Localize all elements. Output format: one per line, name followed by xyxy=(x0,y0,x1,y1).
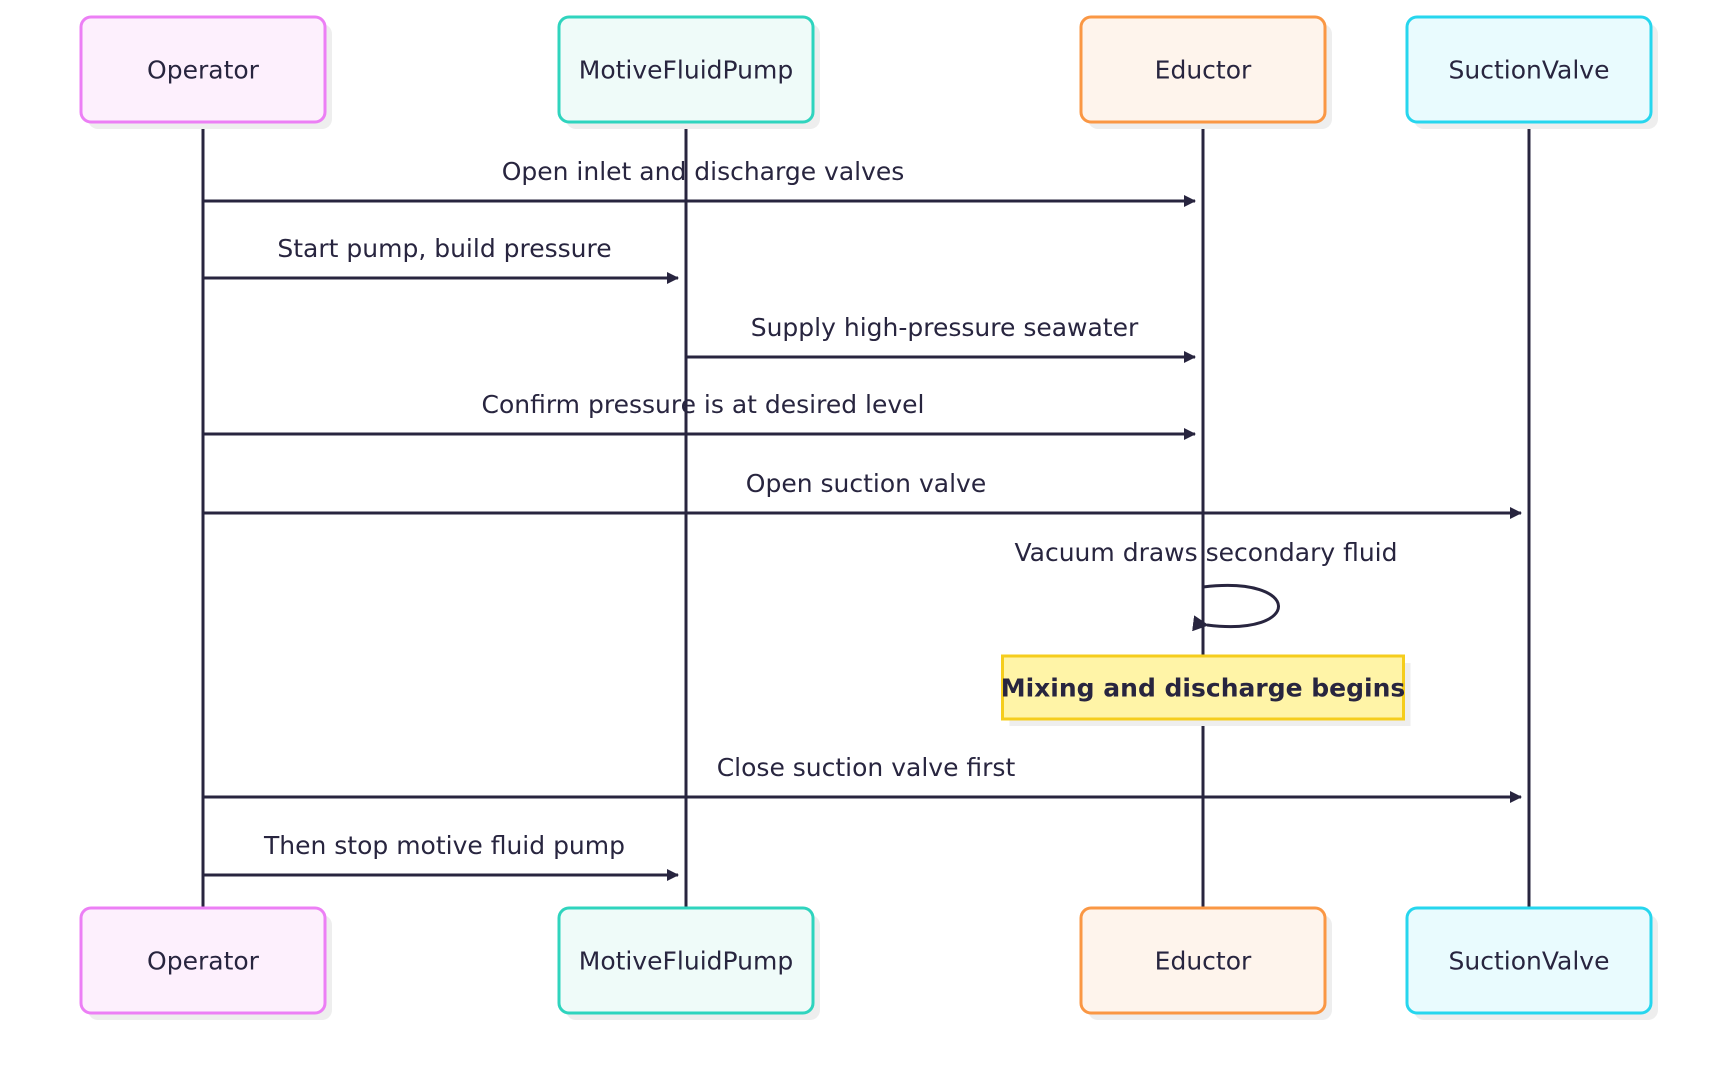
message-2: Start pump, build pressure xyxy=(203,234,679,284)
actor-label: MotiveFluidPump xyxy=(579,947,793,976)
note-box xyxy=(1001,654,1405,721)
self-loop-arrow xyxy=(1192,584,1280,632)
actor-label: Eductor xyxy=(1155,56,1252,85)
message-label: Open suction valve xyxy=(746,469,986,498)
note: Mixing and discharge begins xyxy=(1001,654,1411,726)
actor-label: MotiveFluidPump xyxy=(579,56,793,85)
actor-suctionvalve-bottom[interactable]: SuctionValve xyxy=(1405,906,1658,1020)
actor-label: Eductor xyxy=(1155,947,1252,976)
message-label: Then stop motive fluid pump xyxy=(263,831,625,860)
message-8: Close suction valve first xyxy=(203,753,1522,803)
message-4: Confirm pressure is at desired level xyxy=(203,390,1196,440)
actor-operator-bottom[interactable]: Operator xyxy=(79,906,332,1020)
actor-box xyxy=(557,906,815,1015)
actor-box xyxy=(79,906,327,1015)
actor-operator-top[interactable]: Operator xyxy=(79,15,332,129)
actor-box xyxy=(557,15,815,124)
message-9: Then stop motive fluid pump xyxy=(203,831,679,881)
actor-label: SuctionValve xyxy=(1449,947,1610,976)
actor-box xyxy=(79,15,327,124)
actor-label: Operator xyxy=(147,947,260,976)
actor-box xyxy=(1079,906,1327,1015)
actor-motivefluidpump-top[interactable]: MotiveFluidPump xyxy=(557,15,820,129)
message-label: Confirm pressure is at desired level xyxy=(482,390,925,419)
actor-box xyxy=(1405,15,1653,124)
actor-label: SuctionValve xyxy=(1449,56,1610,85)
message-label: Start pump, build pressure xyxy=(277,234,611,263)
actor-eductor-bottom[interactable]: Eductor xyxy=(1079,906,1332,1020)
actor-motivefluidpump-bottom[interactable]: MotiveFluidPump xyxy=(557,906,820,1020)
actor-suctionvalve-top[interactable]: SuctionValve xyxy=(1405,15,1658,129)
message-label: Vacuum draws secondary fluid xyxy=(1014,538,1397,567)
self-message: Vacuum draws secondary fluid xyxy=(1014,538,1398,632)
actor-box xyxy=(1405,906,1653,1015)
actor-eductor-top[interactable]: Eductor xyxy=(1079,15,1332,129)
message-label: Open inlet and discharge valves xyxy=(502,157,905,186)
message-3: Supply high-pressure seawater xyxy=(686,313,1196,363)
note-label: Mixing and discharge begins xyxy=(1001,674,1406,703)
message-1: Open inlet and discharge valves xyxy=(203,157,1196,207)
message-label: Close suction valve first xyxy=(717,753,1016,782)
message-label: Supply high-pressure seawater xyxy=(751,313,1139,342)
message-5: Open suction valve xyxy=(203,469,1522,519)
actor-box xyxy=(1079,15,1327,124)
actor-label: Operator xyxy=(147,56,260,85)
